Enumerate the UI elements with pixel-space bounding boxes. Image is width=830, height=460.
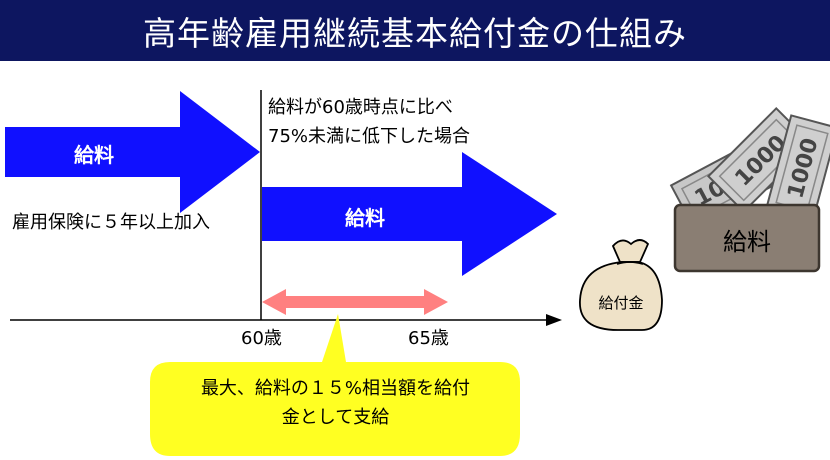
condition-line-2: 75%未満に低下した場合 (268, 126, 471, 147)
page-title: 高年齢雇用継続基本給付金の仕組み (0, 0, 830, 61)
bag-label: 給付金 (598, 294, 644, 312)
insurance-note: 雇用保険に５年以上加入 (12, 212, 210, 233)
callout-line-1: 最大、給料の１５%相当額を給付 (200, 378, 471, 399)
salary-label-before: 給料 (74, 143, 114, 167)
axis-label-60: 60歳 (241, 328, 282, 349)
banknotes-icon: 1000 1000 1000 (669, 106, 830, 230)
wallet-label: 給料 (723, 228, 771, 256)
benefit-period-arrow (262, 289, 448, 315)
callout-line-2: 金として支給 (281, 407, 390, 428)
axis-label-65: 65歳 (408, 328, 449, 349)
salary-arrow-before (5, 91, 260, 213)
salary-arrow-after (262, 152, 557, 276)
condition-line-1: 給料が60歳時点に比べ (268, 97, 453, 118)
timeline-arrowhead (546, 314, 562, 326)
money-bag-icon (579, 239, 663, 331)
wallet-icon (673, 203, 821, 273)
callout-bubble (150, 314, 520, 456)
salary-label-after: 給料 (345, 206, 385, 230)
